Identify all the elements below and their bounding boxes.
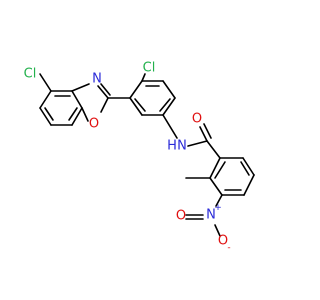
bond <box>187 140 208 147</box>
bond <box>134 98 146 112</box>
bond <box>243 174 255 196</box>
bond <box>214 224 221 237</box>
bond <box>81 107 89 122</box>
nitro-oxygen-label: O <box>218 234 228 249</box>
bond <box>209 177 223 196</box>
bond <box>100 97 109 113</box>
amide-hydrogen-label: H <box>167 139 177 154</box>
bond <box>39 90 52 109</box>
bond <box>71 90 83 109</box>
nitrogen-label: N <box>92 72 102 87</box>
bond <box>203 123 212 139</box>
bond <box>162 97 176 116</box>
bond <box>141 73 146 82</box>
bond <box>129 80 143 99</box>
bond <box>44 107 54 121</box>
chlorine-label: Cl <box>24 67 37 82</box>
bond <box>39 73 52 92</box>
bond <box>97 85 109 99</box>
nitro-nitrogen-label: N <box>206 208 216 223</box>
bond <box>100 83 111 96</box>
oxygen-label: O <box>89 117 99 132</box>
bond <box>39 107 52 126</box>
bond <box>71 83 90 92</box>
bond <box>159 98 171 112</box>
bond <box>240 161 250 176</box>
bond <box>162 80 176 99</box>
bond <box>242 157 255 176</box>
structure-canvas: Cl N O Cl N H O N + O O - <box>24 61 255 254</box>
amide-nitrogen-label: N <box>177 139 187 154</box>
bonds <box>39 73 255 237</box>
bond <box>206 140 221 159</box>
bond <box>129 97 143 116</box>
bond <box>215 194 223 207</box>
carbonyl-oxygen-label: O <box>192 112 202 127</box>
bond <box>71 107 83 126</box>
nitro-oxygen-label: O <box>176 209 186 224</box>
chlorine-label: Cl <box>143 61 156 76</box>
atom-labels: Cl N O Cl N H O N + O O - <box>24 61 231 254</box>
bond <box>162 114 178 139</box>
bond <box>214 161 226 179</box>
bond <box>209 157 221 179</box>
negative-charge-label: - <box>227 243 230 253</box>
bond <box>199 126 208 142</box>
bond <box>68 107 78 121</box>
positive-charge-label: + <box>214 203 222 213</box>
molecule-structure: Cl N O Cl N H O N + O O - <box>24 61 255 254</box>
